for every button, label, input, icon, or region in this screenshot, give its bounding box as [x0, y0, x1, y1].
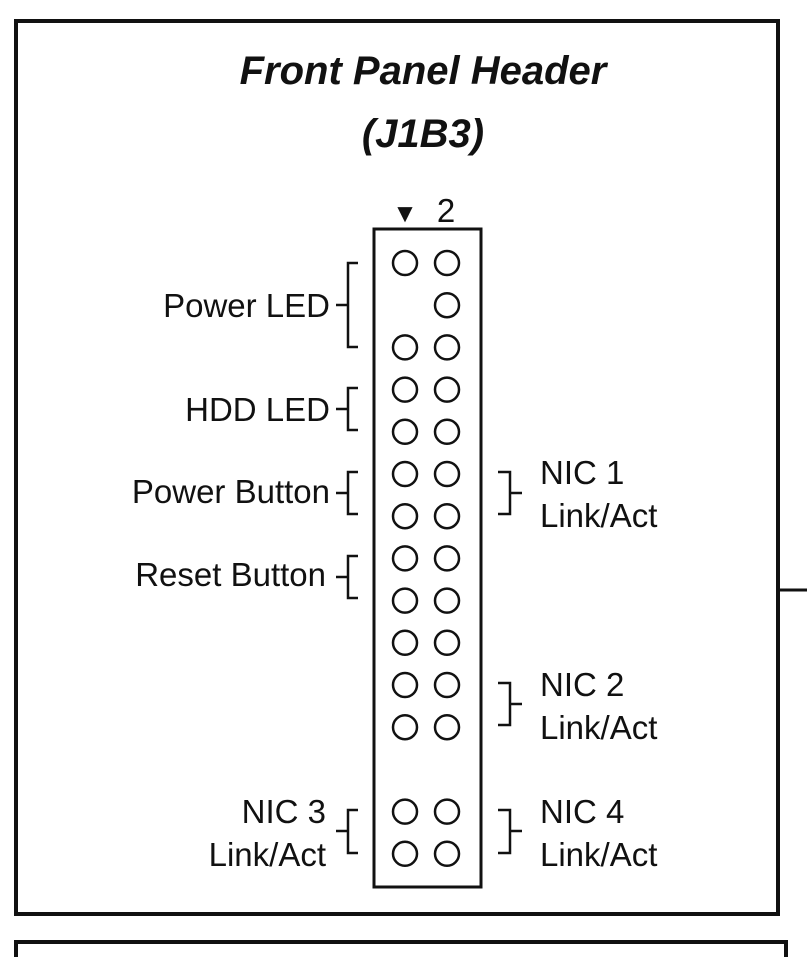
next-panel-border: [14, 940, 788, 957]
pin2-label: 2: [437, 192, 455, 229]
pin1-marker-icon: ▼: [392, 198, 418, 228]
pin-right: [433, 334, 461, 361]
pin-left: [391, 587, 419, 614]
pin-left: [391, 840, 419, 868]
panel-border: [14, 19, 780, 916]
label-power-button: Power Button: [132, 473, 330, 510]
label-nic3-line2: Link/Act: [209, 836, 326, 873]
pin-right: [433, 671, 461, 699]
label-nic1-line1: NIC 1: [540, 454, 624, 491]
bracket-power-button: [336, 470, 358, 516]
bracket-nic2: [498, 681, 522, 727]
pin-right: [433, 502, 461, 530]
label-nic2-line1: NIC 2: [540, 666, 624, 703]
label-nic2-line2: Link/Act: [540, 709, 657, 746]
pin-right: [433, 798, 461, 825]
pin-grid: [391, 249, 461, 868]
pin-left: [391, 502, 419, 530]
label-reset-button: Reset Button: [135, 556, 326, 593]
header-connector: [372, 227, 483, 889]
label-power-led: Power LED: [163, 287, 330, 324]
pin-right: [433, 587, 461, 614]
pin-left: [391, 713, 419, 741]
bracket-nic3: [336, 808, 358, 855]
pin-left: [391, 798, 419, 825]
pin-left: [391, 545, 419, 572]
pin-left: [391, 671, 419, 699]
pin-right: [433, 376, 461, 403]
bracket-power-led: [336, 261, 358, 349]
pin-left: [391, 376, 419, 403]
pin-right: [433, 418, 461, 446]
label-nic1-line2: Link/Act: [540, 497, 657, 534]
bracket-nic4: [498, 808, 522, 855]
pin-left: [391, 334, 419, 361]
bracket-hdd-led: [336, 386, 358, 432]
pin-right: [433, 291, 461, 319]
pin-right: [433, 249, 461, 277]
pin-right: [433, 629, 461, 657]
pin-left: [391, 460, 419, 488]
pin-right: [433, 460, 461, 488]
label-nic4-line2: Link/Act: [540, 836, 657, 873]
pin-left: [391, 249, 419, 277]
pin-right: [433, 545, 461, 572]
bracket-reset-button: [336, 554, 358, 600]
pin-left: [391, 629, 419, 657]
pin-left: [391, 418, 419, 446]
pin-right: [433, 840, 461, 868]
label-hdd-led: HDD LED: [185, 391, 330, 428]
pin-right: [433, 713, 461, 741]
diagram-subtitle: (J1B3): [362, 112, 484, 156]
label-nic4-line1: NIC 4: [540, 793, 624, 830]
bracket-nic1: [498, 470, 522, 516]
diagram-title: Front Panel Header: [240, 49, 609, 93]
label-nic3-line1: NIC 3: [242, 793, 326, 830]
brackets: [336, 261, 522, 855]
